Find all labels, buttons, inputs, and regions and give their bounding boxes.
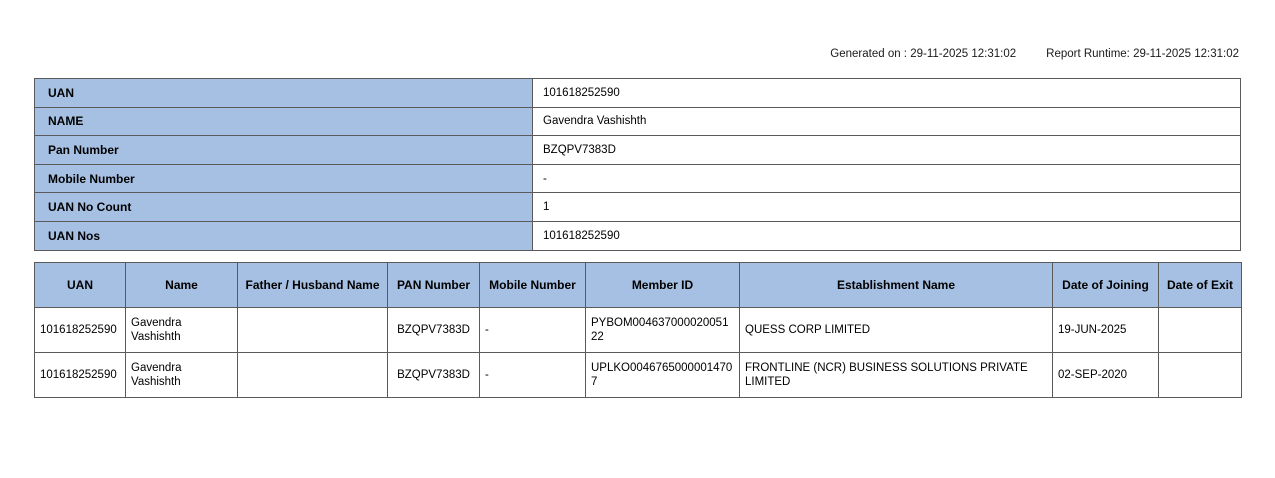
report-meta-line: Generated on : 29-11-2025 12:31:02 Repor… (34, 48, 1241, 60)
info-label-uan-no-count: UAN No Count (34, 192, 533, 222)
info-label-pan-number: Pan Number (34, 135, 533, 165)
column-header-mobile-number: Mobile Number (479, 262, 586, 308)
cell-date-of-exit (1158, 352, 1242, 398)
column-header-father-husband-name: Father / Husband Name (237, 262, 388, 308)
cell-date-of-joining: 19-JUN-2025 (1052, 307, 1159, 353)
cell-mobile-number: - (479, 307, 586, 353)
cell-member-id: UPLKO00467650000014707 (585, 352, 740, 398)
cell-mobile-number: - (479, 352, 586, 398)
column-header-member-id: Member ID (585, 262, 740, 308)
cell-father-husband-name (237, 352, 388, 398)
cell-establishment-name: FRONTLINE (NCR) BUSINESS SOLUTIONS PRIVA… (739, 352, 1053, 398)
info-value-pan-number: BZQPV7383D (532, 135, 1241, 165)
column-header-date-of-exit: Date of Exit (1158, 262, 1242, 308)
table-row: UAN Nos 101618252590 (34, 220, 1241, 251)
column-header-pan-number: PAN Number (387, 262, 480, 308)
cell-father-husband-name (237, 307, 388, 353)
info-value-uan-no-count: 1 (532, 192, 1241, 222)
cell-uan: 101618252590 (34, 352, 126, 398)
member-detail-table: UAN Name Father / Husband Name PAN Numbe… (34, 262, 1242, 398)
cell-name: Gavendra Vashishth (125, 352, 238, 398)
column-header-name: Name (125, 262, 238, 308)
info-label-mobile-number: Mobile Number (34, 163, 533, 194)
info-value-uan: 101618252590 (532, 78, 1241, 108)
info-label-name: NAME (34, 106, 533, 137)
report-runtime-text: Report Runtime: 29-11-2025 12:31:02 (1046, 48, 1239, 60)
table-row: Pan Number BZQPV7383D (34, 135, 1241, 165)
cell-uan: 101618252590 (34, 307, 126, 353)
table-row: Mobile Number - (34, 163, 1241, 194)
column-header-establishment-name: Establishment Name (739, 262, 1053, 308)
info-label-uan: UAN (34, 78, 533, 108)
info-value-uan-nos: 101618252590 (532, 220, 1241, 251)
table-row: NAME Gavendra Vashishth (34, 106, 1241, 137)
table-row: UAN 101618252590 (34, 78, 1241, 108)
cell-member-id: PYBOM00463700002005122 (585, 307, 740, 353)
cell-pan-number: BZQPV7383D (387, 307, 480, 353)
cell-name: Gavendra Vashishth (125, 307, 238, 353)
info-label-uan-nos: UAN Nos (34, 220, 533, 251)
table-header-row: UAN Name Father / Husband Name PAN Numbe… (34, 262, 1242, 308)
summary-info-table: UAN 101618252590 NAME Gavendra Vashishth… (34, 78, 1241, 251)
cell-pan-number: BZQPV7383D (387, 352, 480, 398)
column-header-uan: UAN (34, 262, 126, 308)
table-row: 101618252590 Gavendra Vashishth BZQPV738… (34, 307, 1242, 353)
info-value-mobile-number: - (532, 163, 1241, 194)
cell-date-of-joining: 02-SEP-2020 (1052, 352, 1159, 398)
info-value-name: Gavendra Vashishth (532, 106, 1241, 137)
cell-date-of-exit (1158, 307, 1242, 353)
table-row: 101618252590 Gavendra Vashishth BZQPV738… (34, 352, 1242, 398)
column-header-date-of-joining: Date of Joining (1052, 262, 1159, 308)
cell-establishment-name: QUESS CORP LIMITED (739, 307, 1053, 353)
generated-on-text: Generated on : 29-11-2025 12:31:02 (830, 48, 1017, 60)
table-row: UAN No Count 1 (34, 192, 1241, 222)
